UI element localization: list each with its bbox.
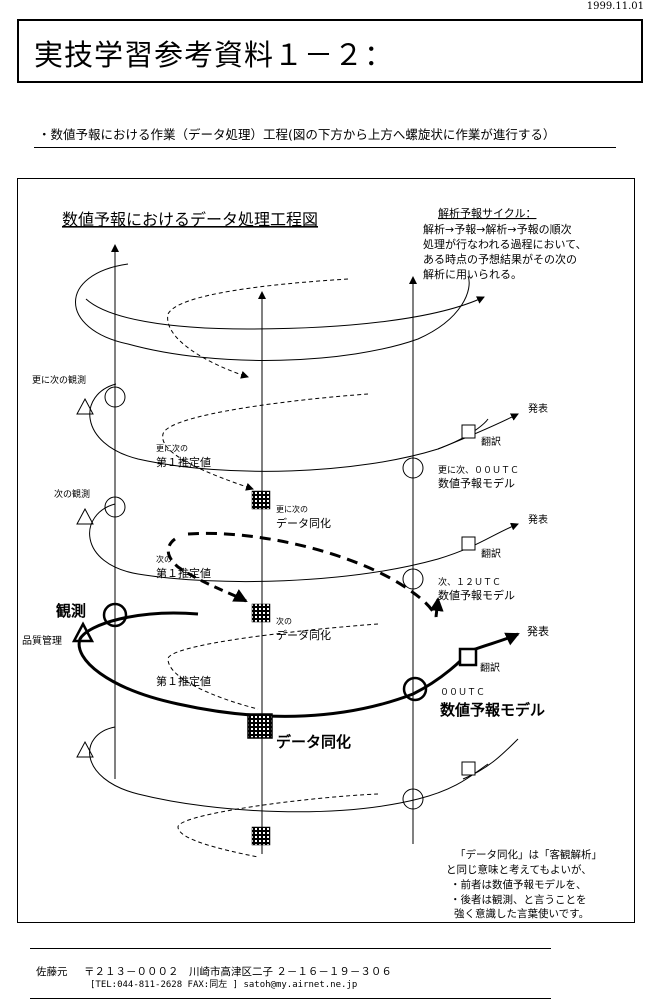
label-first-guess-next-next: 更に次の bbox=[156, 443, 188, 453]
note-line: ・前者は数値予報モデルを、 bbox=[450, 878, 587, 891]
label-data-assimilation: データ同化 bbox=[276, 733, 351, 751]
diagram-title: 数値予報におけるデータ処理工程図 bbox=[62, 210, 318, 229]
note-line: 「データ同化」は「客観解析」 bbox=[455, 848, 602, 861]
footer-author: 佐藤元 bbox=[36, 966, 68, 978]
current-cycle bbox=[77, 531, 520, 718]
label-translate-2: 翻訳 bbox=[481, 547, 501, 560]
subtitle-rule bbox=[34, 147, 616, 148]
note-line: 強く意識した言葉使いです。 bbox=[454, 907, 589, 920]
note-line: と同じ意味と考えてもよいが、 bbox=[446, 863, 592, 876]
footer-contact: [TEL:044-811-2628 FAX:同左 ] satoh@my.airn… bbox=[90, 980, 358, 990]
label-assim-next: 次の bbox=[276, 616, 292, 626]
footer-rule-top bbox=[30, 948, 551, 949]
diagram-labels: 数値予報におけるデータ処理工程図 解析予報サイクル： 解析→予報→解析→予報の順… bbox=[22, 206, 602, 920]
label-translate: 翻訳 bbox=[480, 661, 500, 674]
label-obs-next-next: 更に次の観測 bbox=[32, 374, 86, 386]
label-release-1: 発表 bbox=[528, 402, 548, 415]
label-obs-next: 次の観測 bbox=[54, 488, 90, 500]
label-release-2: 発表 bbox=[528, 513, 548, 526]
label-model-next-next: 数値予報モデル bbox=[438, 476, 515, 490]
page-title: 実技学習参考資料１－２： bbox=[34, 38, 395, 72]
translation-squares bbox=[458, 424, 478, 776]
label-model-next: 次、１２ＵＴＣ bbox=[438, 576, 501, 588]
label-first-guess-next: 次の bbox=[156, 554, 172, 564]
data-processing-diagram: 数値予報におけるデータ処理工程図 解析予報サイクル： 解析→予報→解析→予報の順… bbox=[22, 206, 602, 920]
subtitle: ・数値予報における作業（データ処理）工程(図の下方から上方へ螺旋状に作業が進行す… bbox=[38, 127, 556, 142]
label-assim-next: データ同化 bbox=[276, 628, 331, 642]
label-assim-next-next: データ同化 bbox=[276, 516, 331, 530]
footer-address: 〒２１３－０００２ 川崎市高津区二子 ２－１６－１９－３０６ bbox=[84, 966, 392, 978]
cycle-heading: 解析予報サイクル： bbox=[438, 206, 536, 220]
label-model-next: 数値予報モデル bbox=[438, 588, 515, 602]
vertical-axes bbox=[111, 244, 417, 854]
observation-circles bbox=[102, 386, 428, 810]
dashed-back-loops bbox=[162, 278, 379, 858]
label-observation: 観測 bbox=[56, 602, 86, 620]
footer-rule-bottom bbox=[30, 998, 551, 999]
cycle-line: ある時点の予想結果がその次の bbox=[423, 252, 577, 266]
label-numerical-model: 数値予報モデル bbox=[440, 701, 545, 719]
quality-control-triangles bbox=[71, 397, 95, 758]
label-release: 発表 bbox=[527, 624, 549, 638]
upper-spiral-loops bbox=[75, 263, 519, 813]
note-line: ・後者は観測、と言うことを bbox=[450, 893, 587, 906]
cycle-line: 処理が行なわれる過程において、 bbox=[423, 237, 587, 251]
cycle-line: 解析→予報→解析→予報の順次 bbox=[423, 222, 572, 236]
cycle-line: 解析に用いられる。 bbox=[423, 267, 522, 281]
label-translate-1: 翻訳 bbox=[481, 435, 501, 448]
assimilation-grids bbox=[247, 490, 273, 846]
label-model-next-next: 更に次、００ＵＴＣ bbox=[438, 464, 519, 476]
document-date: 1999.11.01 bbox=[586, 1, 644, 12]
label-first-guess: 第１推定値 bbox=[156, 674, 211, 688]
label-quality-control: 品質管理 bbox=[22, 634, 62, 647]
label-first-guess-next-next: 第１推定値 bbox=[156, 455, 211, 469]
label-assim-next-next: 更に次の bbox=[276, 504, 308, 514]
title-box bbox=[17, 19, 643, 83]
label-model-time: ００ＵＴＣ bbox=[440, 688, 485, 698]
figure-frame: 数値予報におけるデータ処理工程図 解析予報サイクル： 解析→予報→解析→予報の順… bbox=[17, 178, 635, 923]
label-first-guess-next: 第１推定値 bbox=[156, 566, 211, 580]
